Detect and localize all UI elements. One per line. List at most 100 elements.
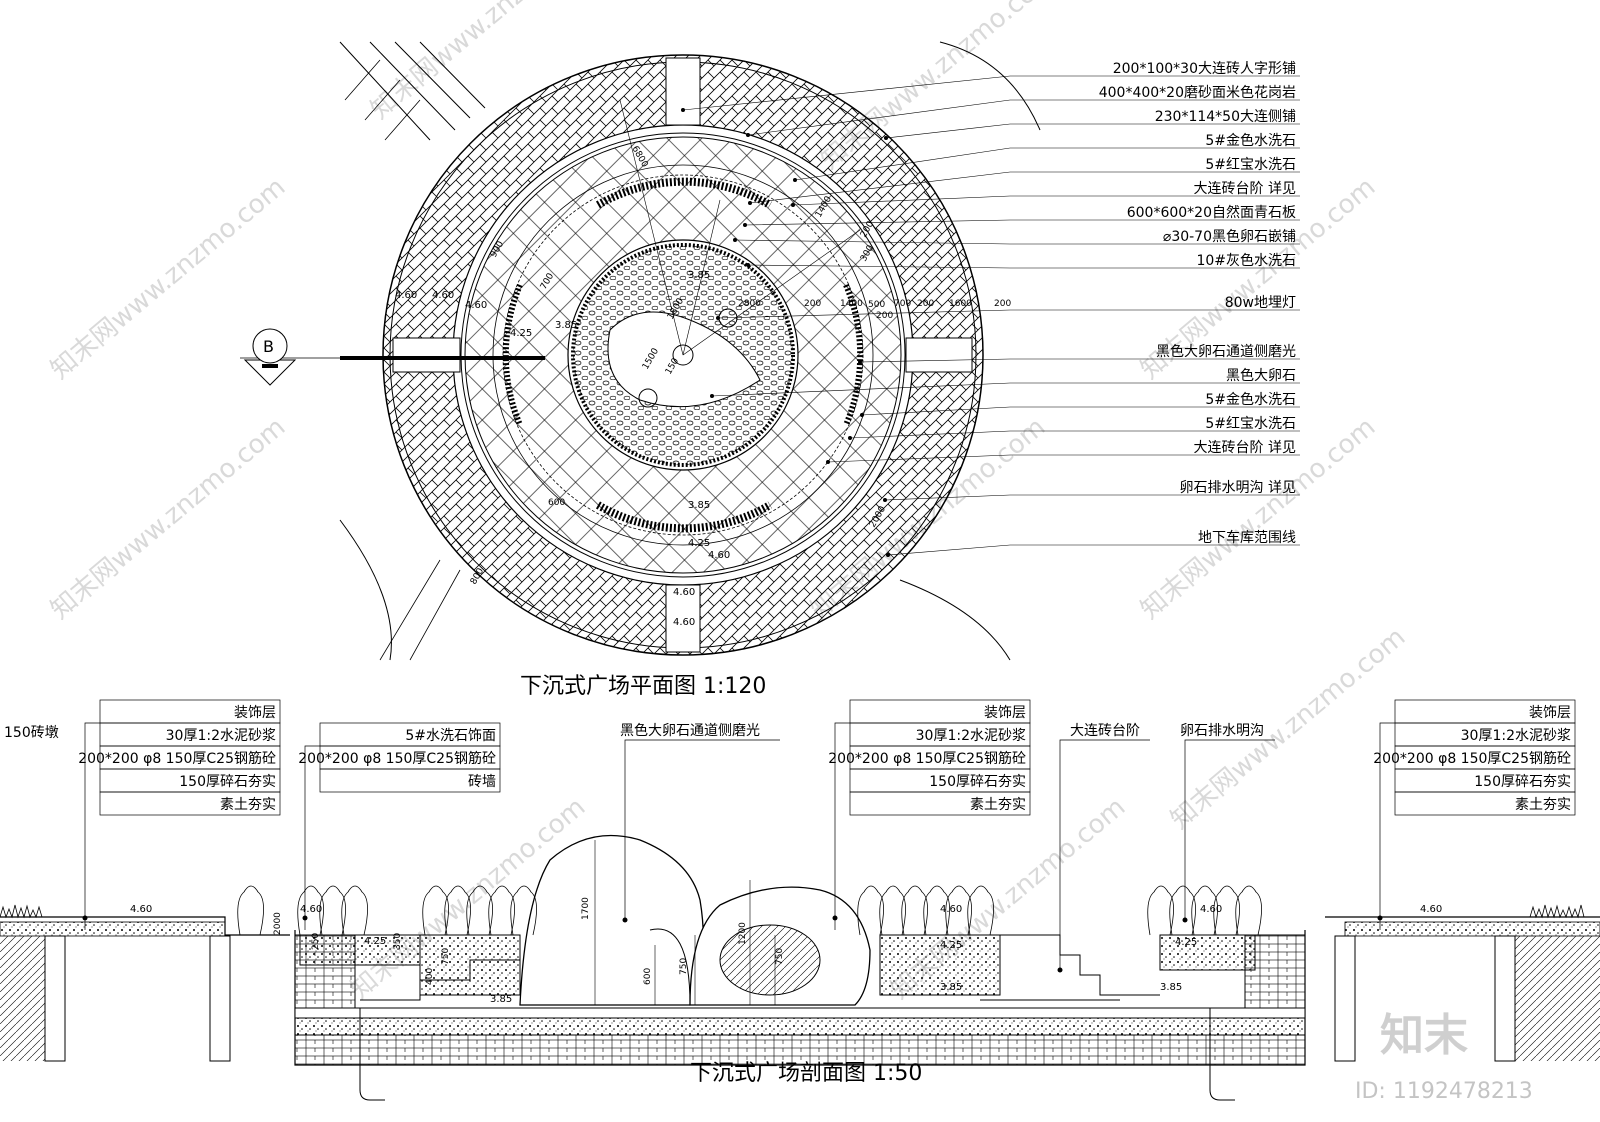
section-level: 4.60 [1200,904,1222,915]
callout-dot [886,553,890,557]
plan-view [240,41,1041,661]
shrub [319,885,346,936]
plan-callout-label: 5#金色水洗石 [1205,132,1296,149]
plan-callout-label: 5#红宝水洗石 [1205,416,1296,432]
plan-callout-label: 5#金色水洗石 [1205,391,1296,408]
plan-callout-label: 400*400*20磨砂面米色花岗岩 [1099,84,1296,101]
shrub [1169,885,1196,936]
shrub [1235,885,1262,936]
layer-label: 装饰层 [1529,705,1571,721]
plan-dimension: 500 [868,300,885,310]
callout-leader [744,219,1300,226]
layer-label: 素土夯实 [1515,797,1571,813]
shrub [1191,885,1218,936]
callout-leader [861,406,1300,416]
section-marker: B [263,337,274,356]
plan-level: 4.60 [708,550,730,561]
plan-dimension: 600 [548,498,565,508]
leader-dot [302,915,308,921]
layer-row [319,768,501,793]
layer-label: 素土夯实 [970,797,1026,813]
brick-pier-label: 150砖墩 [4,725,59,741]
section-dimension: 2000 [273,912,283,935]
shrub [1147,885,1174,936]
layer-leader [304,745,320,930]
leader-dot [1057,967,1063,973]
callout-leader [711,382,1300,397]
callout-dot [884,136,888,140]
leader-dot [1182,917,1188,923]
layer-label: 装饰层 [984,705,1026,721]
plan-callout-label: 230*114*50大连侧铺 [1155,109,1296,125]
layer-label: 砖墙 [468,774,496,790]
callout-dot [826,460,830,464]
plan-callout-label: 黑色大卵石 [1226,367,1296,384]
plan-level: 4.25 [510,328,532,339]
shrub [901,885,928,936]
plan-callout-label: 黑色大卵石通道侧磨光 [1156,343,1296,360]
section-dimension: 750 [775,948,785,965]
section-leader [1059,739,1150,970]
shrub [1213,885,1240,936]
callout-leader [734,239,1300,245]
section-dimension: 750 [679,958,689,975]
shrub [967,885,994,936]
section-title: 下沉式广场剖面图 1:50 [690,1061,922,1086]
callout-dot [746,133,750,137]
plan-title: 下沉式广场平面图 1:120 [520,674,766,699]
callout-leader [794,147,1300,181]
layer-label: 200*200 φ8 150厚C25钢筋砼 [298,750,496,767]
callout-dot [733,238,737,242]
callout-leader [884,494,1300,501]
callout-dot [743,223,747,227]
section-level: 4.60 [130,904,152,915]
section-label: 卵石排水明沟 [1180,723,1264,739]
plan-callout-label: 600*600*20自然面青石板 [1127,204,1296,221]
callout-dot [748,201,752,205]
shrub [510,885,537,936]
layer-label: 200*200 φ8 150厚C25钢筋砼 [828,750,1026,767]
section-level: 4.60 [940,904,962,915]
layer-leader [1379,722,1395,930]
layer-label: 30厚1:2水泥砂浆 [166,728,276,744]
callout-dot [710,394,714,398]
plan-dimension: 2800 [738,299,761,309]
callout-dot [860,413,864,417]
plan-callout-label: 10#灰色水洗石 [1196,252,1296,269]
section-dimension: 350 [393,933,403,950]
shrub [488,885,515,936]
section-level: 3.85 [1160,982,1182,993]
layer-label: 素土夯实 [220,797,276,813]
layer-leader [834,722,850,930]
layer-label: 150厚碎石夯实 [929,774,1026,790]
shrub [444,885,471,936]
section-label: 大连砖台阶 [1070,723,1140,739]
plan-level: 3.85 [688,500,710,511]
layer-label: 装饰层 [234,705,276,721]
plan-level: 4.60 [395,290,417,301]
plan-dimension: 200 [917,299,934,309]
section-dimension: 1200 [738,922,748,945]
layer-label: 200*200 φ8 150厚C25钢筋砼 [1373,750,1571,767]
section-level: 3.85 [940,982,962,993]
shrub [297,885,324,936]
plan-level: 4.60 [432,290,454,301]
shrub-row [237,885,1262,936]
plan-callout-label: 80w地埋灯 [1225,295,1296,311]
layer-label: 150厚碎石夯实 [1474,774,1571,790]
shrub [945,885,972,936]
shrub [466,885,493,936]
plan-level: 3.85 [555,320,577,331]
layer-leader [84,722,100,930]
image-id: ID: 1192478213 [1355,1079,1533,1104]
plan-dimension: 200 [804,299,821,309]
callout-dot [793,178,797,182]
plan-level: 4.25 [688,538,710,549]
callout-dot [848,436,852,440]
plan-callout-label: 200*100*30大连砖人字形铺 [1113,61,1296,77]
plan-dimension: 1400 [840,299,863,309]
brand-watermark: 知末 [1380,1010,1468,1061]
section-level: 4.25 [364,936,386,947]
